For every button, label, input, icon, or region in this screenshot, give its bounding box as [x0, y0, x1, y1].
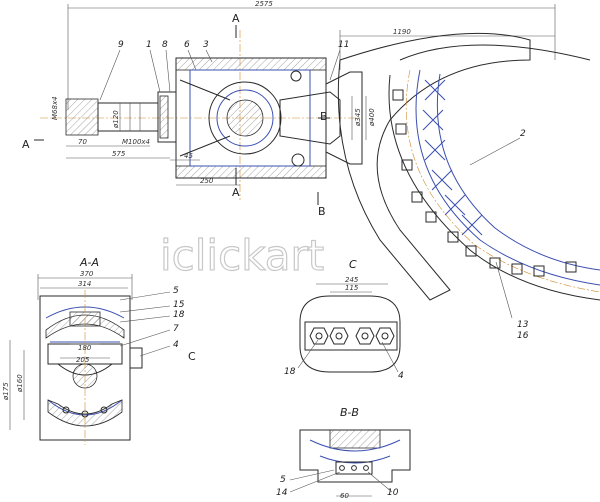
callout-9: 9: [118, 40, 124, 50]
dim-d120: ø120: [112, 110, 120, 129]
curved-track-view: [337, 32, 600, 319]
dim-aa205: 205: [76, 356, 90, 364]
callout-8: 8: [162, 40, 168, 50]
dim-len70: 70: [78, 138, 87, 146]
section-title-aa: A-A: [79, 256, 99, 269]
dim-overall: 2575: [255, 0, 273, 8]
dim-len575: 575: [112, 150, 126, 158]
callout-bb-5: 5: [280, 475, 286, 485]
callout-bb-14: 14: [276, 488, 288, 498]
callout-aa-15: 15: [173, 300, 185, 310]
callout-13: 13: [517, 320, 529, 330]
callout-bb-10: 10: [387, 488, 399, 498]
dim-aa370: 370: [80, 270, 94, 278]
section-mark-c: C: [188, 350, 196, 363]
callout-3: 3: [203, 40, 209, 50]
track-bolts: [392, 89, 577, 277]
callout-16: 16: [517, 331, 529, 341]
callout-11: 11: [338, 40, 349, 50]
dim-d345: ø345: [354, 108, 362, 127]
main-assembly-view: [34, 4, 556, 205]
section-mark-b-right: B: [320, 110, 328, 123]
section-title-c: C: [349, 258, 357, 271]
callout-aa-7: 7: [173, 324, 179, 334]
dim-aa314: 314: [78, 280, 91, 288]
dim-thread-m100: M100x4: [122, 138, 150, 146]
track-ribs: [422, 79, 483, 236]
dim-right: 1190: [393, 28, 411, 36]
dim-c115: 115: [345, 284, 359, 292]
dim-bb60: 60: [340, 492, 349, 500]
dim-aa160: ø160: [16, 374, 24, 393]
callout-2: 2: [520, 129, 526, 139]
dim-aa175: ø175: [2, 382, 10, 401]
dim-d400: ø400: [368, 108, 376, 127]
callout-6: 6: [184, 40, 190, 50]
dim-aa180: 180: [78, 344, 92, 352]
callout-aa-18: 18: [173, 310, 185, 320]
section-bb-view: [289, 429, 411, 497]
watermark: iclickart: [160, 231, 324, 280]
section-mark-a-left: A: [22, 138, 30, 151]
dim-len45: 45: [184, 152, 193, 160]
callout-aa-5: 5: [173, 286, 179, 296]
callout-c-18: 18: [284, 367, 296, 377]
dim-thread-m68: M68x4: [51, 96, 59, 120]
dim-len250: 250: [200, 177, 214, 185]
section-mark-a-bottom: A: [232, 186, 240, 199]
callout-1: 1: [146, 40, 152, 50]
dim-c245: 245: [345, 276, 359, 284]
callout-c-4: 4: [398, 371, 404, 381]
section-mark-b-bottom: B: [318, 205, 326, 218]
section-title-bb: B-B: [340, 406, 359, 419]
callout-aa-4: 4: [173, 340, 179, 350]
view-c: [297, 283, 401, 373]
section-aa-view: [9, 274, 171, 445]
section-mark-a-top: A: [232, 12, 240, 25]
